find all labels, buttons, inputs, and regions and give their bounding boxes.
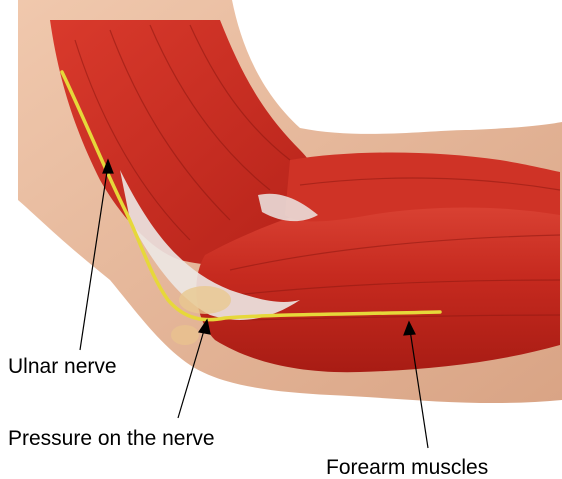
label-pressure-on-nerve: Pressure on the nerve xyxy=(8,428,215,449)
label-forearm-muscles: Forearm muscles xyxy=(326,457,488,478)
elbow-bone xyxy=(179,286,231,314)
label-ulnar-nerve: Ulnar nerve xyxy=(8,356,117,377)
elbow-tip xyxy=(171,325,199,345)
